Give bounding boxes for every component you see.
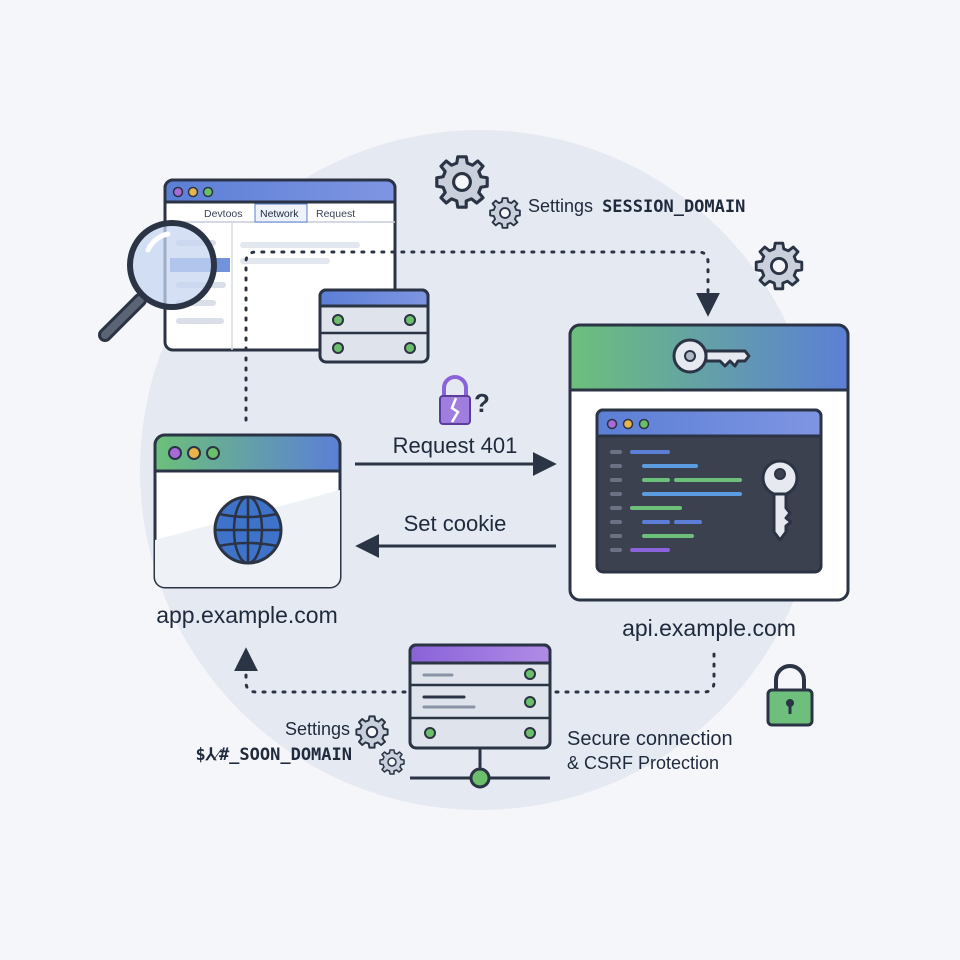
broken-lock-icon: ? — [439, 375, 490, 425]
settings-bottom-value: $⅄⁄#_SOON_DOMAIN — [195, 745, 352, 765]
api-window — [568, 323, 850, 602]
gear-icon — [355, 715, 389, 749]
key-icon — [672, 338, 751, 374]
key-icon — [761, 459, 799, 542]
devtools-tab-network[interactable]: Network — [260, 208, 299, 220]
globe-icon — [213, 495, 283, 565]
svg-text:?: ? — [474, 388, 490, 418]
settings-bottom-prefix: Settings — [285, 719, 350, 739]
gear-icon — [435, 155, 489, 209]
code-lines — [610, 450, 742, 552]
security-line-2: & CSRF Protection — [567, 753, 719, 773]
dotted-connector-bottom-left — [234, 647, 407, 694]
security-line-1: Secure connection — [567, 728, 733, 750]
app-window — [153, 433, 342, 589]
magnifier-icon — [98, 220, 217, 342]
dotted-connector-top — [244, 250, 720, 422]
server-icon — [318, 288, 430, 364]
devtools-tab[interactable]: Request — [316, 208, 355, 220]
gear-icon — [754, 241, 804, 291]
settings-top-label: Settings SESSION_DOMAIN — [528, 196, 745, 217]
response-arrow-label: Set cookie — [404, 511, 507, 536]
request-arrow-label: Request 401 — [393, 433, 518, 458]
lock-icon — [766, 664, 814, 727]
server-host-label: api.example.com — [622, 615, 796, 641]
gear-icon — [379, 749, 405, 775]
server-icon — [408, 643, 552, 789]
devtools-tab[interactable]: Devtoos — [204, 208, 243, 220]
client-host-label: app.example.com — [156, 602, 338, 628]
gear-icon — [489, 197, 521, 229]
